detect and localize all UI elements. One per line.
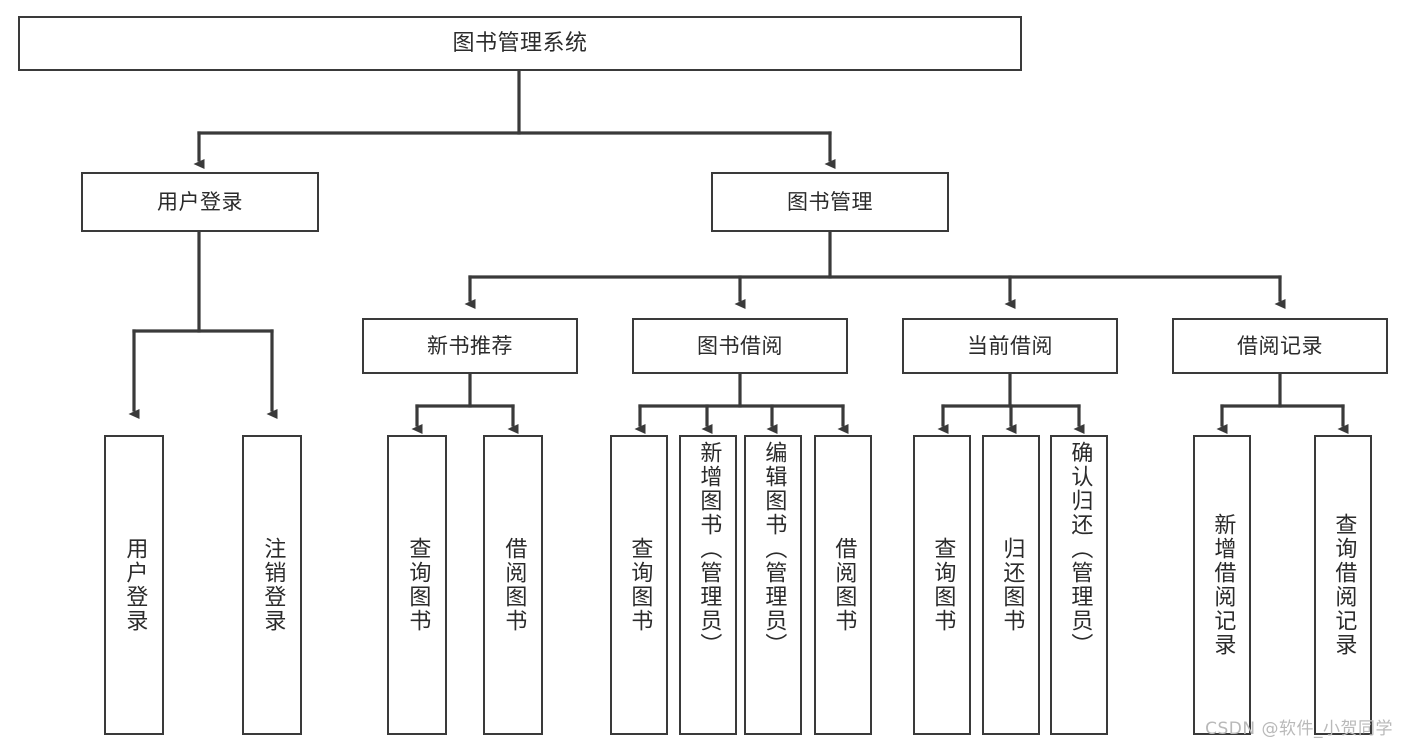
node-label: 新增借阅记录 xyxy=(1210,513,1236,657)
node-new-book-recommend[interactable]: 新书推荐 xyxy=(362,318,578,374)
leaf-logout[interactable]: 注销登录 xyxy=(242,435,302,735)
leaf-search-book-current[interactable]: 查询图书 xyxy=(913,435,971,735)
node-label: 查询图书 xyxy=(627,537,653,633)
node-label: 借阅记录 xyxy=(1237,333,1323,358)
csdn-watermark: CSDN @软件_小贺同学 xyxy=(1205,719,1393,739)
leaf-borrow-book-newbook[interactable]: 借阅图书 xyxy=(483,435,543,735)
node-label: 借阅图书 xyxy=(501,537,527,633)
leaf-edit-book-admin[interactable]: 编辑图书（管理员） xyxy=(744,435,802,735)
node-root-system[interactable]: 图书管理系统 xyxy=(18,16,1022,71)
leaf-search-book-borrow[interactable]: 查询图书 xyxy=(610,435,668,735)
leaf-user-login[interactable]: 用户登录 xyxy=(104,435,164,735)
node-borrow-record[interactable]: 借阅记录 xyxy=(1172,318,1388,374)
node-label: 新书推荐 xyxy=(427,333,513,358)
node-book-management[interactable]: 图书管理 xyxy=(711,172,949,232)
node-label: 注销登录 xyxy=(260,537,286,633)
node-label: 用户登录 xyxy=(157,189,243,214)
node-label: 图书借阅 xyxy=(697,333,783,358)
node-label: 查询图书 xyxy=(405,537,431,633)
leaf-return-book[interactable]: 归还图书 xyxy=(982,435,1040,735)
leaf-borrow-book[interactable]: 借阅图书 xyxy=(814,435,872,735)
node-label: 用户登录 xyxy=(122,537,148,633)
node-book-borrow[interactable]: 图书借阅 xyxy=(632,318,848,374)
leaf-confirm-return-admin[interactable]: 确认归还（管理员） xyxy=(1050,435,1108,735)
node-label: 查询借阅记录 xyxy=(1331,513,1357,657)
leaf-search-borrow-record[interactable]: 查询借阅记录 xyxy=(1314,435,1372,735)
node-label: 图书管理 xyxy=(787,189,873,214)
node-label: 借阅图书 xyxy=(831,537,857,633)
node-label: 新增图书（管理员） xyxy=(696,441,722,657)
node-label: 当前借阅 xyxy=(967,333,1053,358)
leaf-add-borrow-record[interactable]: 新增借阅记录 xyxy=(1193,435,1251,735)
node-label: 编辑图书（管理员） xyxy=(761,441,787,657)
node-user-login[interactable]: 用户登录 xyxy=(81,172,319,232)
node-label: 归还图书 xyxy=(999,537,1025,633)
node-label: 查询图书 xyxy=(930,537,956,633)
node-label: 确认归还（管理员） xyxy=(1067,441,1093,657)
node-current-borrow[interactable]: 当前借阅 xyxy=(902,318,1118,374)
leaf-search-book-newbook[interactable]: 查询图书 xyxy=(387,435,447,735)
node-label: 图书管理系统 xyxy=(452,30,588,56)
leaf-add-book-admin[interactable]: 新增图书（管理员） xyxy=(679,435,737,735)
